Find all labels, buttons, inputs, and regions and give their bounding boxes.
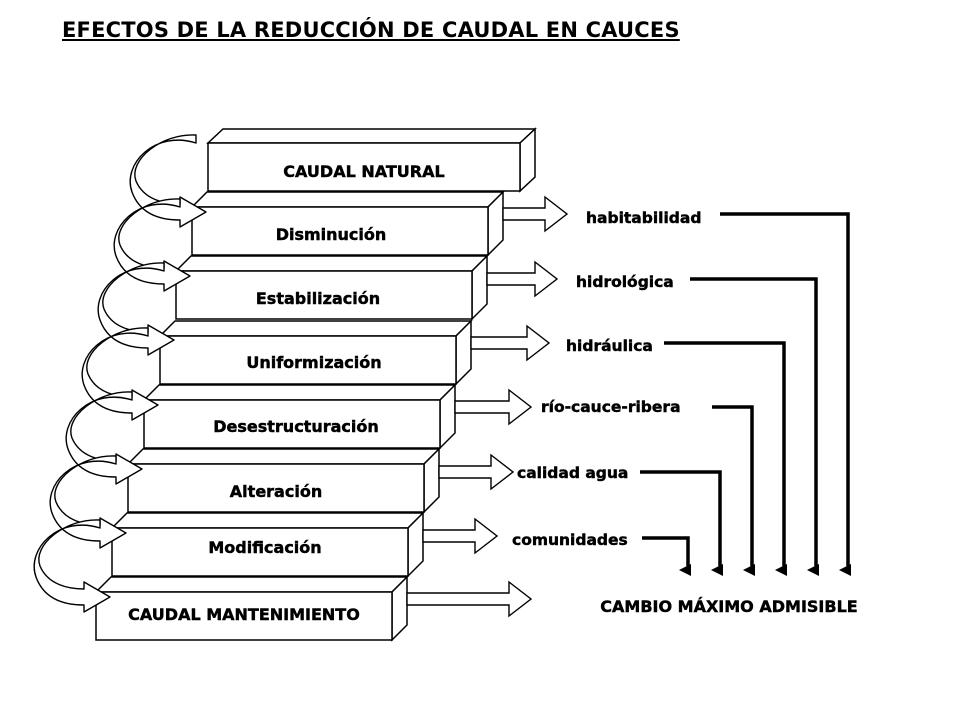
step-modificacion: Modificación: [110, 511, 425, 578]
effect-label-habitabilidad: habitabilidad: [586, 209, 701, 227]
block-arrow: [438, 453, 515, 491]
connector-line: [642, 536, 691, 576]
effect-label-comunidades: comunidades: [512, 531, 628, 549]
connector-line: [664, 341, 787, 576]
step-desestructuracion: Desestructuración: [142, 383, 457, 450]
block-arrow: [502, 195, 569, 233]
step-label: Uniformización: [246, 353, 381, 372]
step-label: CAUDAL NATURAL: [283, 162, 444, 181]
step-label: Alteración: [230, 482, 322, 501]
effect-arrows: [406, 195, 569, 618]
step-disminucion: Disminución: [190, 190, 505, 257]
effect-label-hidraulica: hidráulica: [566, 337, 653, 355]
effect-label-calidad-agua: calidad agua: [517, 464, 628, 482]
connector-lines: [640, 212, 851, 576]
curved-arrows: [33, 134, 207, 613]
connector-line: [640, 470, 723, 576]
step-label: Disminución: [276, 225, 387, 244]
connector-line: [712, 405, 755, 576]
block-arrow: [470, 324, 551, 362]
step-uniformizacion: Uniformización: [158, 319, 473, 386]
staircase: CAUDAL NATURAL Disminución Estabilizació…: [94, 127, 537, 642]
block-arrow: [454, 388, 533, 426]
block-arrow: [406, 580, 533, 618]
block-arrow: [486, 260, 559, 298]
step-caudal-natural: CAUDAL NATURAL: [206, 127, 537, 193]
step-caudal-mantenimiento: CAUDAL MANTENIMIENTO: [94, 575, 409, 642]
curved-arrow: [97, 262, 175, 356]
curved-arrow: [33, 519, 111, 613]
diagram-title: EFECTOS DE LA REDUCCIÓN DE CAUDAL EN CAU…: [62, 18, 680, 42]
block-arrow: [422, 517, 499, 555]
step-label: Estabilización: [256, 289, 380, 308]
step-alteracion: Alteración: [126, 447, 441, 514]
step-label: Desestructuración: [213, 417, 379, 436]
result-label: CAMBIO MÁXIMO ADMISIBLE: [600, 597, 857, 616]
effect-labels: habitabilidad hidrológica hidráulica río…: [512, 209, 702, 549]
curved-arrow: [129, 134, 207, 228]
step-estabilizacion: Estabilización: [174, 254, 489, 321]
step-label: CAUDAL MANTENIMIENTO: [128, 605, 360, 624]
connector-line: [690, 277, 819, 576]
step-label: Modificación: [208, 538, 321, 557]
effect-label-rio-cauce-ribera: río-cauce-ribera: [541, 398, 681, 416]
effect-label-hidrologica: hidrológica: [576, 273, 674, 291]
connector-line: [720, 212, 851, 576]
